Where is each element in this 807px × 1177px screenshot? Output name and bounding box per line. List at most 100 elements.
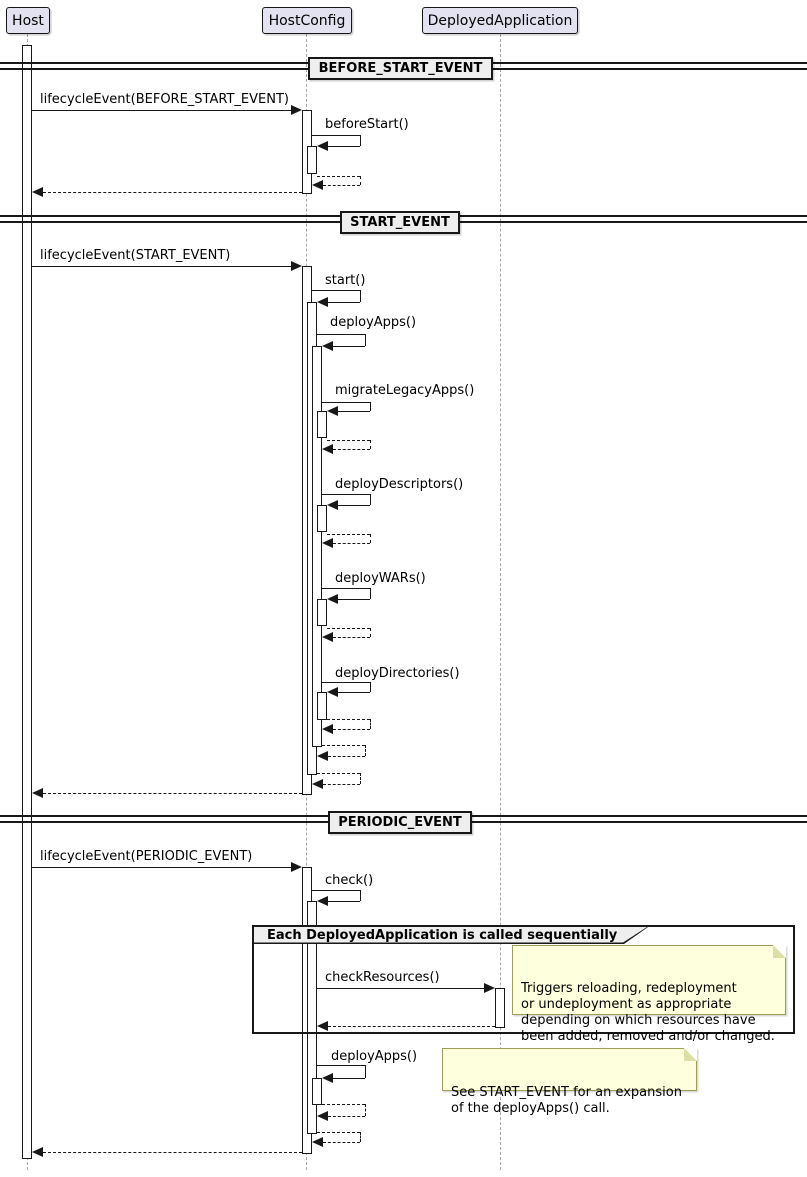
message-label-check: check() [325,873,374,888]
self-return-line [317,176,360,177]
arrowhead-right-icon [291,261,302,271]
note-check-resources: Triggers reloading, redeployment or unde… [512,945,786,1044]
arrowhead-left-icon [322,632,333,642]
self-call-line [328,901,360,902]
self-return-line [327,534,370,535]
arrowhead-left-icon [322,538,333,548]
arrowhead-left-icon [327,406,338,416]
arrowhead-left-icon [317,751,328,761]
self-call-line [322,682,370,683]
arrowhead-left-icon [317,297,328,307]
arrowhead-left-icon [327,687,338,697]
message-label-checkresources: checkResources() [325,970,440,985]
self-return-line [327,628,370,629]
arrowhead-left-icon [32,788,43,798]
self-call-line [322,402,370,403]
arrowhead-right-icon [484,983,495,993]
note-fold-icon [684,1048,697,1061]
participant-deployedapplication-label: DeployedApplication [427,12,573,29]
arrowhead-right-icon [291,862,302,872]
activation-hostconfig-nested [317,599,327,626]
divider-start: START_EVENT [340,211,460,234]
divider-periodic-label: PERIODIC_EVENT [338,815,462,830]
arrowhead-left-icon [322,444,333,454]
self-return-line [333,449,370,450]
self-call-line [338,692,370,693]
return-line [43,793,302,794]
self-call-line [338,505,370,506]
activation-hostconfig-nested [317,411,327,438]
arrowhead-left-icon [317,1111,328,1121]
group-title: Each DeployedApplication is called seque… [267,928,618,943]
self-return-line [333,729,370,730]
self-call-line [338,411,370,412]
note-fold-icon [773,945,786,958]
self-call-line [333,346,365,347]
self-call-line [360,135,361,146]
self-return-line [365,1104,366,1116]
self-return-line [323,1142,360,1143]
return-line [328,1026,495,1027]
self-return-line [323,185,360,186]
self-return-line [365,745,366,756]
self-return-line [322,1104,365,1105]
self-call-line [322,494,370,495]
self-return-line [328,756,365,757]
self-return-line [317,1132,360,1133]
self-call-line [333,1078,365,1079]
message-label-deploydirectories: deployDirectories() [335,666,460,681]
group-header [254,927,648,944]
participant-hostconfig-label: HostConfig [268,12,346,29]
self-call-line [312,890,360,891]
self-return-line [327,719,370,720]
message-label-deploydescriptors: deployDescriptors() [335,477,464,492]
self-call-line [328,302,360,303]
self-call-line [312,135,360,136]
message-label-deployapps: deployApps() [330,315,417,330]
divider-start-label: START_EVENT [350,215,450,230]
arrowhead-left-icon [317,1021,328,1031]
self-call-line [317,334,365,335]
self-call-line [370,494,371,505]
self-call-line [328,146,360,147]
self-call-line [370,682,371,692]
participant-host-label: Host [12,12,44,29]
message-label-beforestart: beforeStart() [325,117,409,132]
message-label-deploywars: deployWARs() [335,571,426,586]
self-call-line [365,334,366,346]
self-return-line [333,543,370,544]
self-call-line [370,588,371,599]
note-deploy-apps: See START_EVENT for an expansion of the … [442,1048,697,1116]
message-label-lifecycle-start: lifecycleEvent(START_EVENT) [40,248,231,263]
activation-deployedapplication [495,988,505,1028]
activation-hostconfig-nested [317,505,327,532]
activation-hostconfig-nested [312,346,322,747]
self-call-line [360,290,361,302]
self-return-line [370,440,371,449]
self-call-line [360,890,361,901]
message-line [32,266,291,267]
message-line [317,988,484,989]
divider-before-start-label: BEFORE_START_EVENT [318,61,483,76]
message-label-lifecycle-periodic: lifecycleEvent(PERIODIC_EVENT) [40,849,253,864]
arrowhead-left-icon [327,594,338,604]
self-call-line [338,599,370,600]
message-line [32,110,291,111]
participant-hostconfig: HostConfig [262,7,352,34]
participant-host: Host [6,7,50,34]
arrowhead-left-icon [327,500,338,510]
divider-periodic: PERIODIC_EVENT [328,811,472,834]
arrowhead-left-icon [32,187,43,197]
note-deploy-apps-text: See START_EVENT for an expansion of the … [451,1085,682,1116]
activation-hostconfig-nested [317,692,327,720]
arrowhead-left-icon [312,779,323,789]
arrowhead-left-icon [322,724,333,734]
self-return-line [360,773,361,784]
self-return-line [317,773,360,774]
arrowhead-left-icon [322,1073,333,1083]
arrowhead-left-icon [317,896,328,906]
self-return-line [370,628,371,637]
self-call-line [317,1065,365,1066]
activation-hostconfig-nested [312,1078,322,1105]
